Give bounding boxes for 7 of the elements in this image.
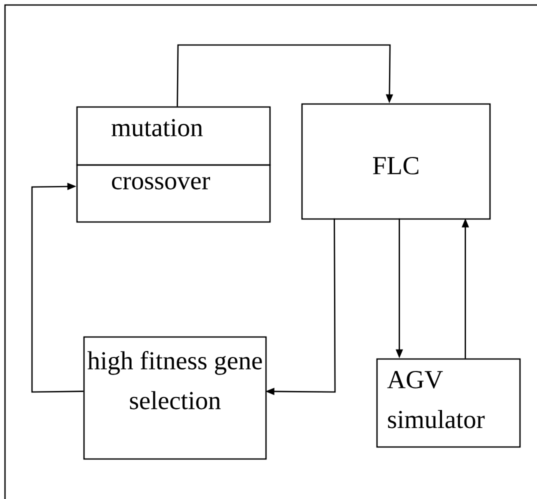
process-box: high fitness gene selection [83, 336, 267, 460]
process-box: crossover [76, 164, 271, 223]
arrow [176, 44, 394, 106]
process-box: FLC [301, 103, 491, 220]
process-box: mutation [76, 106, 271, 166]
process-box: AGV simulator [376, 358, 521, 448]
arrow [31, 182, 84, 393]
